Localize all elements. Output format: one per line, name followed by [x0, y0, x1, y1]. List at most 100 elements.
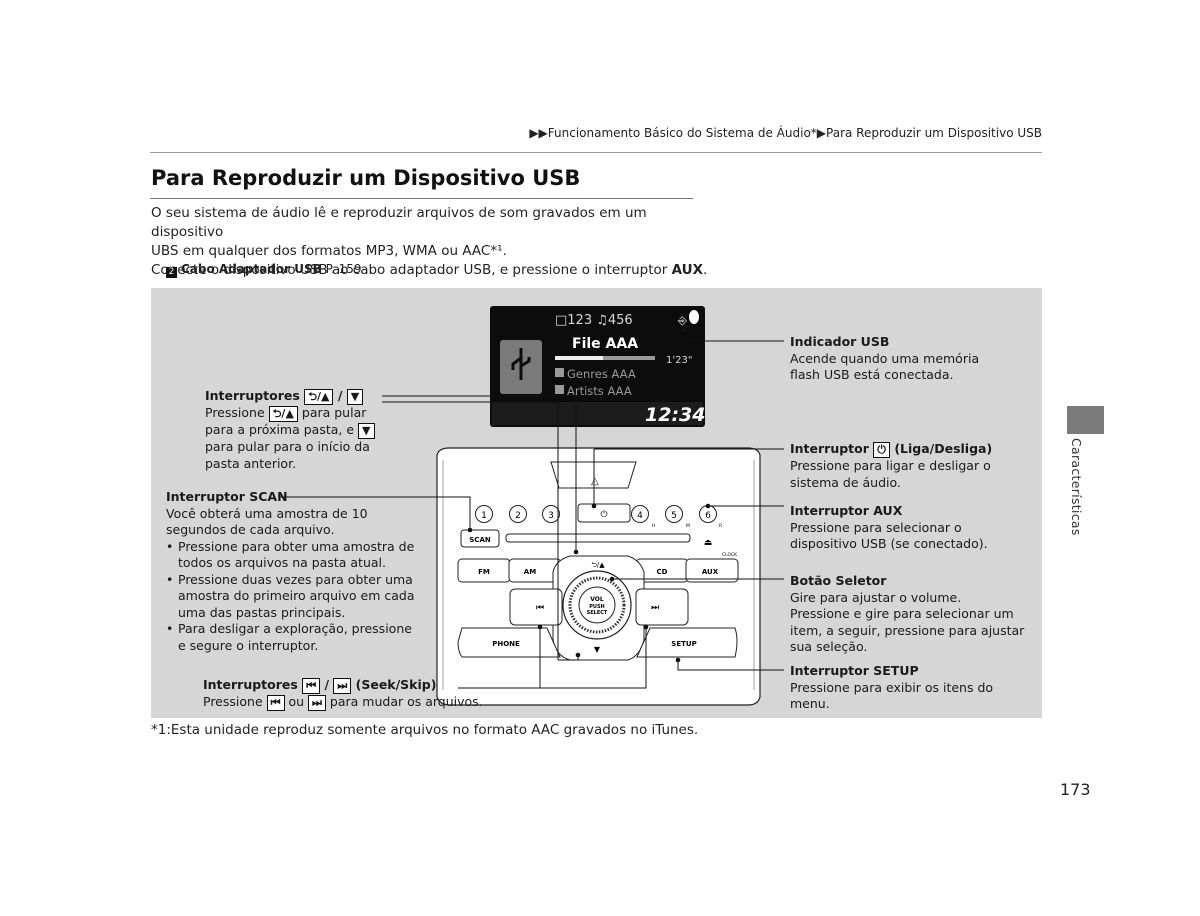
callout-scan-switch: Interruptor SCAN Você obterá uma amostra… [166, 489, 426, 654]
callout-folder-line-3: para pular para o início da [205, 439, 370, 454]
preset-3-button[interactable] [542, 505, 560, 523]
phone-button[interactable] [457, 627, 561, 658]
seek-forward-button[interactable] [635, 588, 689, 626]
seek-back-key-inline-icon: ⏮ [266, 695, 285, 711]
callout-seek-switches: Interruptores ⏮ / ⏭ (Seek/Skip) Pression… [203, 677, 533, 711]
display-screen [490, 306, 705, 427]
preset-4-label: 4 [637, 511, 643, 521]
display-genre: Genres AAA [567, 367, 636, 381]
preset-1-label: 1 [481, 511, 487, 521]
callout-selector-line-3: item, a seguir, pressione para ajustar [790, 622, 1025, 638]
usb-indicator-leader [683, 330, 784, 342]
callout-power-switch: Interruptor ⏻ (Liga/Desliga) Pressione p… [790, 441, 1030, 491]
callout-aux-switch: Interruptor AUX Pressione para seleciona… [790, 503, 1030, 553]
phone-button-label: PHONE [492, 640, 520, 648]
reset-label: R [719, 523, 722, 529]
usb-indicator-icon: ⎆ [678, 314, 687, 327]
display-elapsed-time: 1'23" [666, 355, 692, 366]
callout-scan-title: Interruptor SCAN [166, 489, 288, 504]
scan-button-label: SCAN [469, 536, 491, 544]
title-underline [150, 198, 693, 199]
callout-folder-title-text: Interruptores [205, 388, 305, 403]
preset-2-label: 2 [515, 511, 521, 521]
folder-leader-1 [382, 395, 577, 552]
callout-scan-bullet-3a: Para desligar a exploração, pressione [178, 621, 412, 636]
selector-knob-center[interactable] [578, 586, 616, 624]
display-artist: Artists AAA [567, 384, 632, 398]
callout-power-title: Interruptor ⏻ (Liga/Desliga) [790, 441, 1030, 458]
callout-scan-line-1: Você obterá uma amostra de 10 [166, 505, 368, 521]
bluetooth-icon [689, 310, 699, 324]
scan-leader [280, 496, 471, 530]
intro-line-2: UBS em qualquer dos formatos MP3, WMA ou… [151, 243, 507, 259]
selector-knob[interactable] [568, 576, 626, 634]
callout-scan-bullet-1: Pressione para obter uma amostra detodos… [166, 539, 426, 572]
folder-down-key-inline-icon: ▼ [358, 423, 375, 439]
callout-scan-bullet-1b: todos os arquivos na pasta atual. [178, 555, 386, 570]
callout-scan-bullet-2b: amostra do primeiro arquivo em cada [178, 588, 415, 603]
clock-label: CLOCK [722, 552, 738, 558]
preset-2-button[interactable] [509, 505, 527, 523]
breadcrumb: ▶▶Funcionamento Básico do Sistema de Áud… [529, 126, 1042, 140]
callout-seek-line-1-post: para mudar os arquivos. [325, 694, 483, 709]
side-tab-marker [1067, 406, 1104, 434]
power-button-icon: ⏻ [600, 509, 607, 520]
callout-power-title-text: Interruptor [790, 441, 874, 456]
callout-setup-line-2: menu. [790, 696, 830, 711]
seek-back-button[interactable] [509, 588, 563, 626]
callout-power-line-2: sistema de áudio. [790, 474, 901, 490]
intro-line-1: O seu sistema de áudio lê e reproduzir a… [151, 205, 647, 240]
callout-selector-line-4: sua seleção. [790, 639, 868, 654]
cross-reference-label: Cabo Adaptador USB [181, 262, 322, 276]
callout-usb-indicator-title: Indicador USB [790, 334, 890, 349]
callout-aux-line-1: Pressione para selecionar o [790, 519, 962, 535]
callout-power-line-1: Pressione para ligar e desligar o [790, 458, 991, 473]
callout-seek-line-1: Pressione ⏮ ou ⏭ para mudar os arquivos. [203, 694, 533, 711]
callout-selector-line-1: Gire para ajustar o volume. [790, 589, 962, 605]
callout-power-title-post: (Liga/Desliga) [889, 441, 993, 456]
cd-button-label: CD [657, 568, 668, 576]
intro-aux-keyword: AUX [671, 262, 704, 278]
preset-3-label: 3 [548, 511, 554, 521]
callout-folder-line-2-pre: para a próxima pasta, e [205, 422, 359, 437]
display-progress-fill [555, 356, 603, 360]
usb-trident-icon [511, 348, 531, 380]
callout-folder-switches: Interruptores ⮌/▲ / ▼ Pressione ⮌/▲ para… [205, 388, 405, 472]
display-file-name: File AAA [572, 336, 638, 352]
scan-button[interactable] [460, 529, 500, 548]
power-key-icon: ⏻ [873, 442, 890, 458]
setup-button[interactable] [636, 627, 738, 658]
fm-button-label: FM [478, 568, 490, 576]
preset-4-button[interactable] [631, 505, 649, 523]
preset-1-button[interactable] [475, 505, 493, 523]
display-folder-track: □123 ♫456 [555, 313, 633, 328]
callout-folder-line-2: para a próxima pasta, e ▼ [205, 422, 405, 439]
display-progress-bar [555, 356, 655, 360]
callout-scan-bullet-3b: e segure o interruptor. [178, 637, 319, 653]
display-clock: 12:34 [645, 404, 705, 426]
page-number: 173 [1060, 780, 1091, 799]
callout-folder-line-1-post: para pular [297, 405, 367, 420]
aux-button[interactable] [685, 558, 739, 583]
seek-leader [539, 627, 647, 689]
callout-seek-separator: / [320, 677, 334, 692]
intro-text: O seu sistema de áudio lê e reproduzir a… [151, 204, 711, 280]
callout-selector-line-2: Pressione e gire para selecionar um [790, 606, 1014, 621]
knob-label-select: SELECT [587, 610, 608, 616]
callout-selector-title: Botão Seletor [790, 573, 887, 588]
seek-back-button-label: ⏮ [536, 603, 544, 613]
callout-seek-line-1-pre: Pressione [203, 694, 267, 709]
power-button[interactable] [577, 503, 631, 523]
callout-aux-line-2: dispositivo USB (se conectado). [790, 536, 988, 551]
callout-folder-line-1: Pressione ⮌/▲ para pular [205, 405, 405, 422]
folder-up-key-icon: ⮌/▲ [304, 389, 334, 405]
preset-5-button[interactable] [665, 505, 683, 523]
display-bottom-bar [492, 402, 703, 425]
setup-button-label: SETUP [671, 640, 696, 648]
folder-down-button-label: ▼ [594, 645, 601, 654]
callout-seek-line-1-mid: ou [284, 694, 309, 709]
cross-reference-page: P. 159 [321, 262, 362, 276]
